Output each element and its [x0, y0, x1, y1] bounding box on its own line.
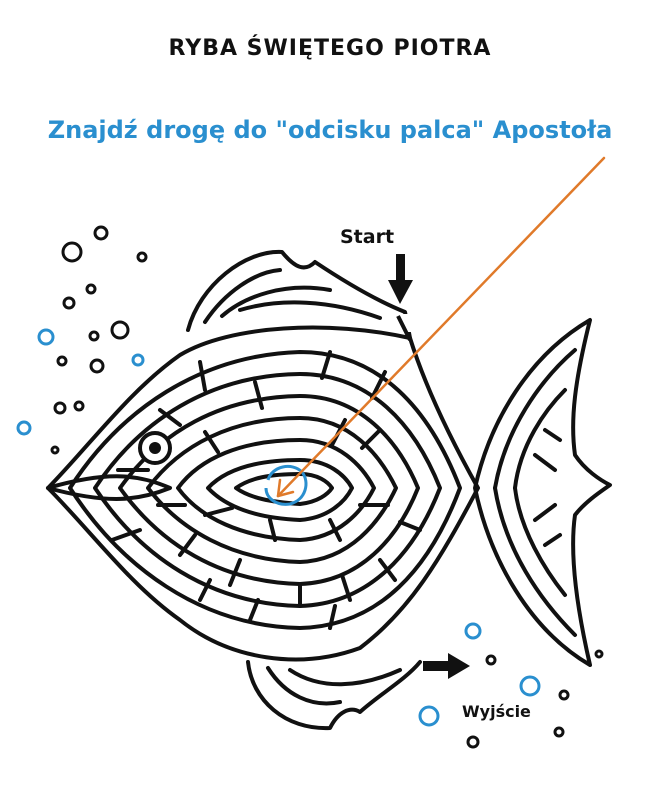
- start-arrow-icon: [388, 254, 413, 304]
- bottom-fin: [246, 660, 422, 731]
- maze-walls: [110, 350, 422, 630]
- fish-eye: [138, 431, 172, 465]
- dorsal-fin: [186, 249, 412, 340]
- instruction-subtitle: Znajdź drogę do "odcisku palca" Apostoła: [47, 116, 613, 144]
- start-label: Start: [340, 226, 395, 248]
- exit-label: Wyjście: [462, 702, 531, 721]
- maze-rings: [68, 350, 462, 630]
- fingerprint-target: [264, 464, 308, 506]
- page-title: RYBA ŚWIĘTEGO PIOTRA: [168, 36, 492, 61]
- exit-arrow-icon: [423, 653, 470, 679]
- fish-body-outline: [46, 325, 480, 662]
- bubbles: [16, 225, 604, 749]
- tail-fin: [473, 318, 612, 667]
- orange-pointer-arrow: [276, 156, 606, 498]
